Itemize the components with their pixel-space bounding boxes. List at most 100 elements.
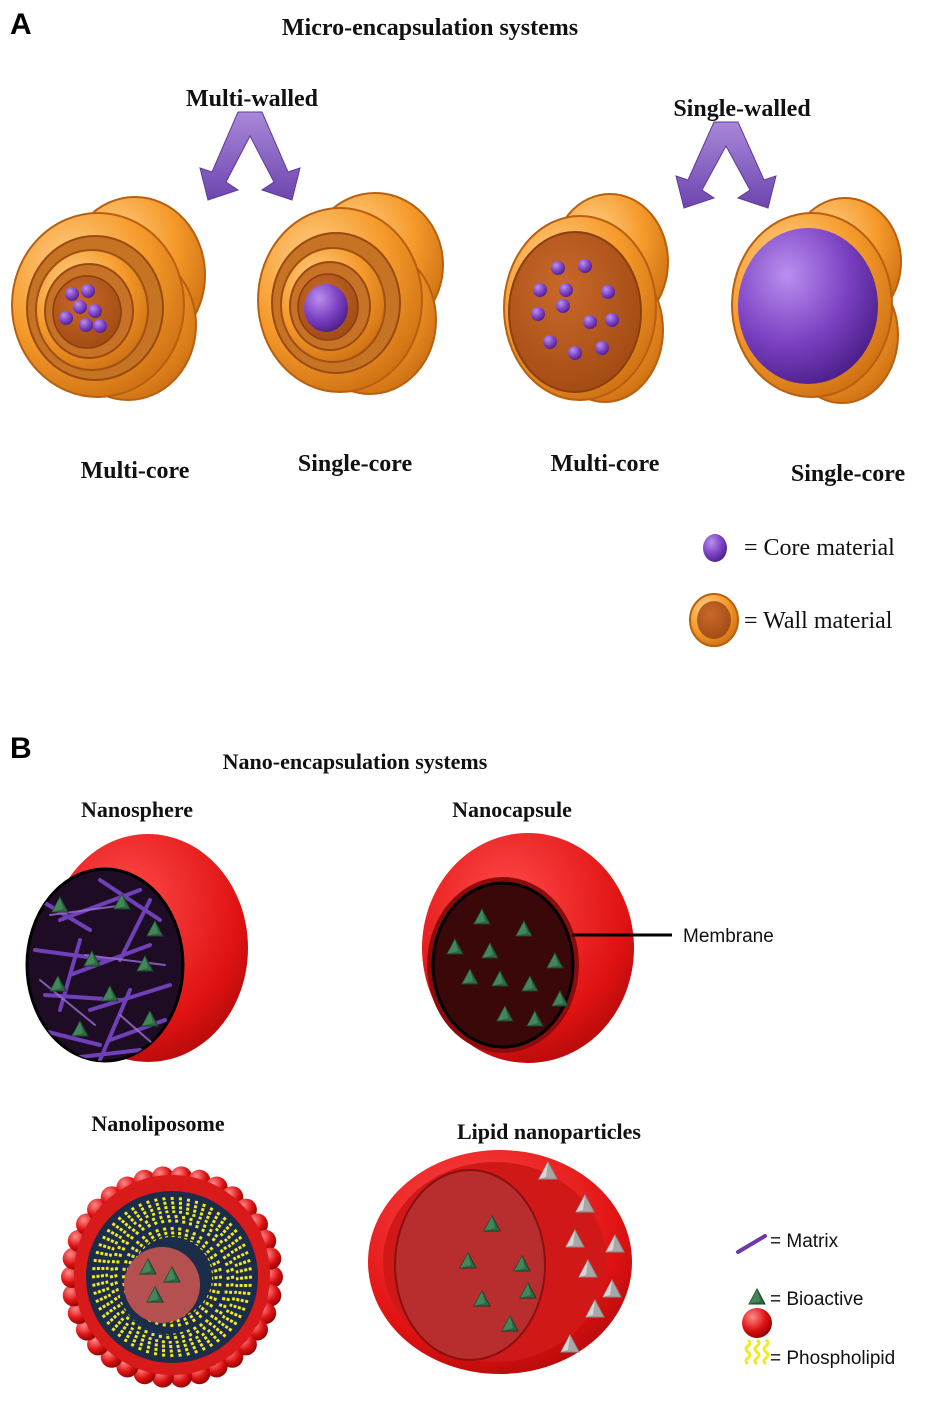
- panel-b-letter: B: [10, 732, 32, 765]
- capsule-label-3: Multi-core: [551, 451, 660, 477]
- capsule-multi-walled-multi-core: [11, 196, 206, 401]
- phospholipid-tail: [198, 1304, 209, 1314]
- phospholipid-tail: [209, 1313, 218, 1321]
- phospholipid-tail: [145, 1200, 156, 1217]
- phospholipid-tail: [188, 1337, 199, 1354]
- phospholipid-tail: [211, 1233, 219, 1243]
- phospholipid-tail: [217, 1319, 233, 1332]
- phospholipid-tail: [219, 1245, 228, 1254]
- phospholipid-tail: [181, 1314, 189, 1326]
- phospholipid-tail: [181, 1339, 191, 1356]
- phospholipid-tail: [207, 1253, 218, 1262]
- phospholipid-tail: [192, 1200, 199, 1218]
- phospholipid-tail: [131, 1228, 140, 1236]
- multi-walled-label: Multi-walled: [186, 86, 319, 112]
- phospholipid-tail: [224, 1260, 233, 1267]
- phospholipid-tail: [225, 1267, 234, 1274]
- phospholipid-tail: [162, 1197, 169, 1214]
- phospholipid-tail: [135, 1240, 146, 1250]
- phospholipid-tail: [144, 1220, 152, 1229]
- phospholipid-tail: [98, 1300, 114, 1311]
- membrane-label: Membrane: [683, 926, 774, 947]
- phospholipid-tail: [209, 1289, 220, 1294]
- phospholipid-tail: [230, 1243, 246, 1254]
- lipid-nanoparticle-illustration: [368, 1150, 632, 1374]
- capsule-multi-walled-single-core: [257, 192, 444, 395]
- phospholipid-tail: [214, 1308, 223, 1315]
- phospholipid-tail: [162, 1227, 169, 1238]
- nanosphere-label: Nanosphere: [81, 797, 193, 822]
- phospholipid-tail: [198, 1322, 207, 1331]
- phospholipid-tail: [189, 1231, 197, 1243]
- phospholipid-tail: [199, 1240, 209, 1251]
- legend-wall-text: = Wall material: [744, 608, 893, 634]
- phospholipid-tail: [106, 1228, 123, 1240]
- nanoliposome-illustration: [61, 1166, 283, 1388]
- phospholipid-tail: [209, 1260, 221, 1268]
- nanocapsule-label: Nanocapsule: [452, 797, 572, 822]
- phospholipid-tail: [225, 1275, 235, 1281]
- phospholipid-tail: [221, 1314, 238, 1326]
- phospholipid-tail: [155, 1228, 163, 1240]
- phospholipid-tail: [138, 1203, 149, 1219]
- phospholipid-tail: [110, 1267, 119, 1271]
- legend-bioactive-text: = Bioactive: [770, 1289, 863, 1310]
- panel-a-letter: A: [10, 8, 32, 41]
- phospholipid-tail: [206, 1328, 221, 1343]
- phospholipid-tail: [114, 1252, 123, 1258]
- phospholipid-tail: [218, 1302, 227, 1309]
- legend-phospholipid: = Phospholipid: [742, 1308, 895, 1369]
- phospholipid-tail: [204, 1246, 214, 1256]
- phospholipid-tail: [93, 1258, 110, 1264]
- phospholipid-tail: [202, 1300, 214, 1308]
- phospholipid-tail: [110, 1280, 119, 1287]
- capsule-single-walled-single-core: [731, 197, 902, 404]
- phospholipid-tail: [130, 1330, 140, 1347]
- phospholipid-tail: [101, 1306, 117, 1319]
- phospholipid-tail: [231, 1297, 249, 1304]
- phospholipid-tail: [175, 1316, 182, 1327]
- phospholipid-tail: [130, 1206, 143, 1222]
- phospholipid-tail: [235, 1267, 252, 1274]
- phospholipid-tail: [232, 1250, 249, 1261]
- phospholipid-tail: [204, 1318, 213, 1326]
- phospholipid-tail: [124, 1260, 135, 1265]
- phospholipid-tail: [123, 1326, 135, 1343]
- panel-b-title: Nano-encapsulation systems: [223, 749, 488, 774]
- phospholipid-tail: [187, 1312, 196, 1323]
- phospholipid-tail: [188, 1217, 193, 1227]
- phospholipid-tail: [153, 1339, 159, 1356]
- phospholipid-tail: [111, 1287, 120, 1294]
- phospholipid-tail: [201, 1332, 214, 1348]
- phospholipid-tail: [212, 1324, 227, 1338]
- phospholipid-tail: [193, 1309, 203, 1319]
- phospholipid-tail: [166, 1214, 172, 1224]
- phospholipid-tail: [170, 1196, 176, 1214]
- phospholipid-tail: [225, 1283, 234, 1287]
- phospholipid-tail: [111, 1222, 127, 1235]
- phospholipid-tail: [168, 1340, 174, 1358]
- phospholipid-tail: [221, 1252, 231, 1260]
- phospholipid-tail: [192, 1325, 200, 1334]
- nanocapsule-illustration: [422, 833, 672, 1063]
- matrix-icon: [736, 1234, 767, 1254]
- phospholipid-tail: [170, 1226, 175, 1238]
- phospholipid-tail: [227, 1235, 243, 1248]
- phospholipid-tail: [153, 1198, 163, 1215]
- phospholipid-tail: [219, 1222, 233, 1237]
- phospholipid-tail: [175, 1340, 182, 1357]
- phospholipid-tail: [151, 1217, 159, 1226]
- phospholipid-tail: [211, 1267, 222, 1274]
- phospholipid-tail: [229, 1303, 246, 1311]
- phospholipid-tail: [204, 1207, 214, 1224]
- phospholipid-tail: [111, 1317, 125, 1332]
- phospholipid-tail: [123, 1211, 138, 1226]
- phospholipid-tail: [95, 1293, 112, 1304]
- phospholipid-tail-icon: [744, 1338, 770, 1366]
- capsule-label-4: Single-core: [791, 461, 906, 487]
- phospholipid-tail: [206, 1228, 213, 1238]
- phospholipid-tail: [169, 1316, 174, 1328]
- legend-phospholipid-text: = Phospholipid: [770, 1348, 895, 1369]
- lipid-nanoparticles-label: Lipid nanoparticles: [457, 1119, 641, 1144]
